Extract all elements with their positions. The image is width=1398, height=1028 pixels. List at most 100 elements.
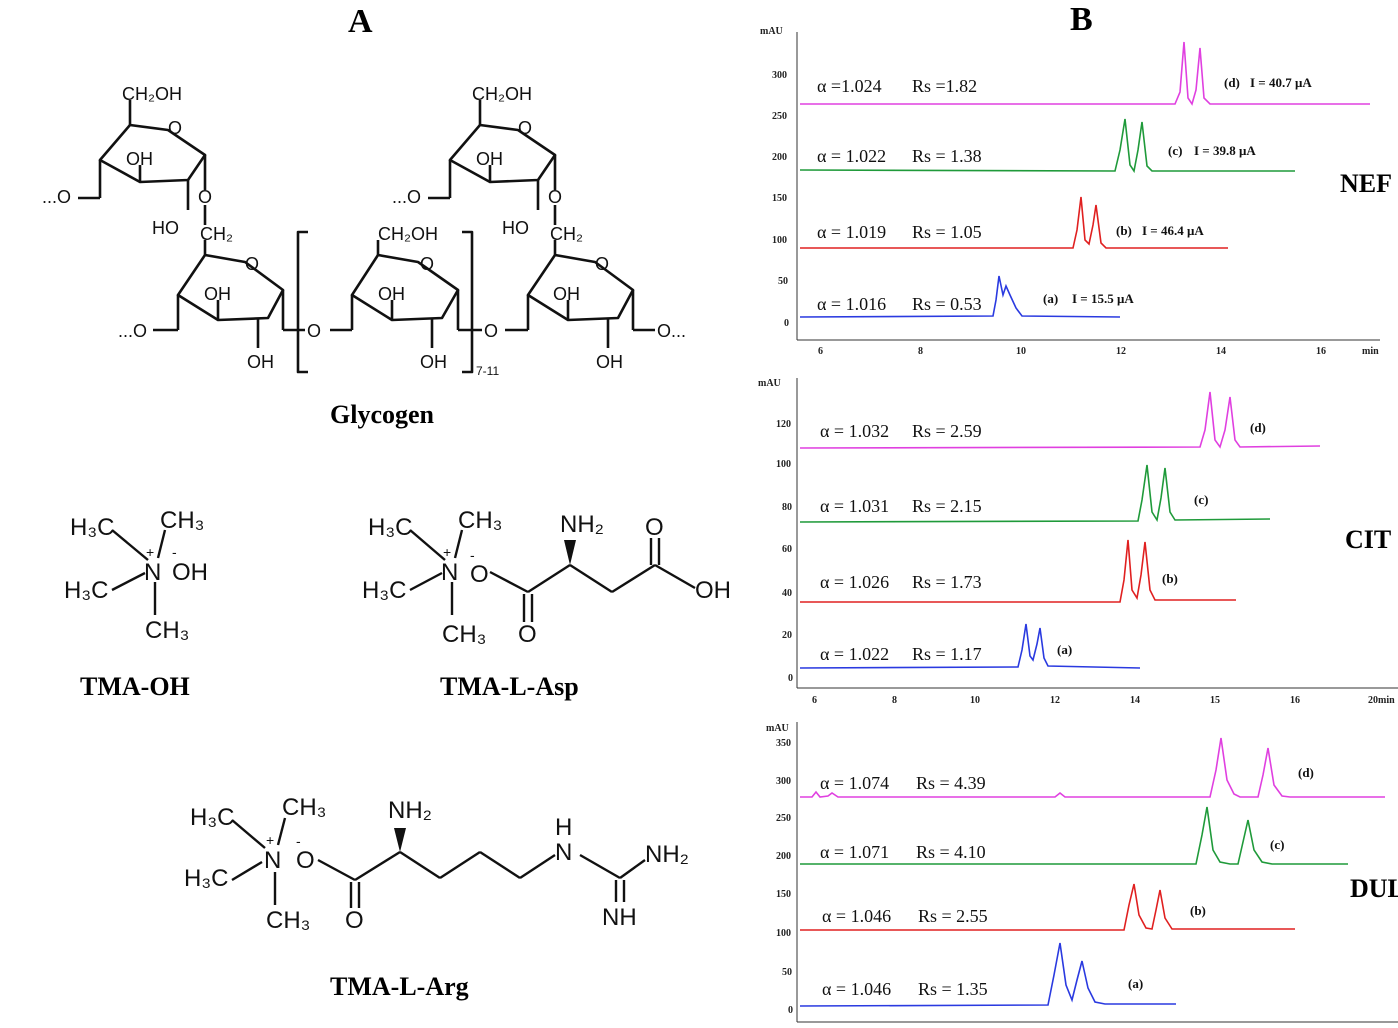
tma-l-asp-h3c-1: H₃C [368, 514, 412, 541]
dul-label-c: (c) [1270, 837, 1284, 852]
cit-y-tick-40: 40 [782, 588, 792, 599]
cit-x-tick-8: 8 [892, 695, 897, 706]
nef-y-tick-50: 50 [778, 276, 788, 287]
glycogen-ho-2: HO [502, 218, 529, 238]
glycogen-ch2oh-4: CH₂OH [472, 84, 532, 104]
glycogen-ch2-1: CH₂ [200, 224, 233, 244]
nef-y-tick-0: 0 [784, 318, 789, 329]
cit-y-tick-60: 60 [782, 544, 792, 555]
tma-l-arg-n: N [264, 847, 281, 874]
dul-trace-c [800, 806, 1348, 865]
tma-l-arg-plus: + [266, 832, 274, 848]
dul-y-tick-200: 200 [776, 851, 791, 862]
nef-trace-a [799, 275, 1121, 318]
dul-label-a: (a) [1128, 976, 1143, 991]
tma-oh-n: N [144, 559, 161, 586]
nef-current-d: I = 40.7 μA [1250, 75, 1312, 90]
nef-y-unit: mAU [760, 26, 783, 37]
nef-x-tick-10: 10 [1016, 346, 1026, 357]
tma-oh-minus: - [172, 544, 177, 560]
nef-label-c: (c) [1168, 143, 1182, 158]
nef-alpha-a: α = 1.016 [817, 294, 886, 314]
nef-y-tick-250: 250 [772, 111, 787, 122]
glycogen-ring-o-3: O [420, 254, 434, 274]
chromatogram-dul: mAU 350 300 250 200 150 100 50 0 α = 1.0… [766, 722, 1398, 1023]
glycogen-linker-o-3: O [307, 321, 321, 341]
glycogen-ch2-2: CH₂ [550, 224, 583, 244]
nef-trace-c [799, 118, 1295, 174]
glycogen-ch2oh-1: CH₂OH [122, 84, 182, 104]
panel-a-letter: A [348, 3, 373, 40]
nef-x-tick-14: 14 [1216, 346, 1226, 357]
nef-x-unit: min [1362, 346, 1379, 357]
cit-side-label: CIT [1345, 525, 1391, 554]
cit-y-unit: mAU [758, 378, 781, 389]
tma-l-asp-o-top: O [645, 514, 664, 541]
nef-rs-a: Rs = 0.53 [912, 294, 982, 314]
glycogen-ring-o-4: O [518, 118, 532, 138]
dul-alpha-a: α = 1.046 [822, 979, 891, 999]
dul-y-unit: mAU [766, 723, 789, 734]
tma-l-arg-n-chain: N [555, 839, 572, 866]
nef-trace-d [800, 41, 1370, 106]
dul-rs-d: Rs = 4.39 [916, 773, 986, 793]
cit-rs-a: Rs = 1.17 [912, 644, 982, 664]
tma-oh-ch3-top: CH₃ [160, 507, 204, 534]
nef-current-b: I = 46.4 μA [1142, 223, 1204, 238]
chromatogram-cit: mAU 120 100 80 60 40 20 0 6 8 10 12 14 1… [758, 378, 1398, 706]
tma-l-arg-h: H [555, 814, 572, 841]
tma-l-asp-nh2: NH₂ [560, 511, 604, 538]
cit-x-tick-16: 16 [1290, 695, 1300, 706]
nef-alpha-c: α = 1.022 [817, 146, 886, 166]
cit-x-tick-10: 10 [970, 695, 980, 706]
nef-label-b: (b) [1116, 223, 1132, 238]
glycogen-structure [78, 100, 655, 374]
tma-l-asp-plus: + [443, 544, 451, 560]
glycogen-ch2oh-2: CH₂OH [378, 224, 438, 244]
dul-rs-b: Rs = 2.55 [918, 906, 988, 926]
dul-alpha-c: α = 1.071 [820, 842, 889, 862]
dul-label-d: (d) [1298, 765, 1314, 780]
tma-oh-structure: H₃C CH₃ N OH H₃C CH₃ + - [64, 507, 208, 644]
tma-oh-plus: + [146, 544, 154, 560]
dul-y-tick-50: 50 [782, 967, 792, 978]
nef-alpha-b: α = 1.019 [817, 222, 886, 242]
dul-y-tick-350: 350 [776, 738, 791, 749]
glycogen-chain-end-4: O... [657, 321, 686, 341]
nef-y-tick-150: 150 [772, 193, 787, 204]
cit-label-d: (d) [1250, 420, 1266, 435]
glycogen-ring-o-2: O [245, 254, 259, 274]
tma-l-arg-structure: H₃C CH₃ N O H₃C CH₃ O NH₂ H N NH₂ NH + - [184, 794, 689, 934]
tma-l-asp-o-minus: O [470, 561, 489, 588]
cit-rs-b: Rs = 1.73 [912, 572, 982, 592]
cit-label-b: (b) [1162, 571, 1178, 586]
glycogen-linker-o-4: O [484, 321, 498, 341]
tma-oh-caption: TMA-OH [80, 672, 190, 701]
nef-x-tick-12: 12 [1116, 346, 1126, 357]
glycogen-linker-o-1: O [198, 187, 212, 207]
tma-l-arg-nh2-right: NH₂ [645, 841, 689, 868]
tma-l-asp-oh: OH [695, 577, 731, 604]
glycogen-oh-6: OH [247, 352, 274, 372]
nef-x-tick-8: 8 [918, 346, 923, 357]
glycogen-oh-2: OH [204, 284, 231, 304]
tma-l-asp-ch3-top: CH₃ [458, 507, 502, 534]
tma-l-arg-caption: TMA-L-Arg [330, 972, 469, 1001]
nef-label-a: (a) [1043, 291, 1058, 306]
cit-trace-b [800, 539, 1236, 603]
tma-l-asp-h3c-2: H₃C [362, 577, 406, 604]
glycogen-chain-end-1: ...O [42, 187, 71, 207]
tma-l-arg-nh: NH [602, 904, 637, 931]
glycogen-oh-1: OH [126, 149, 153, 169]
nef-current-a: I = 15.5 μA [1072, 291, 1134, 306]
cit-x-tick-20min: 20min [1368, 695, 1395, 706]
glycogen-caption: Glycogen [330, 400, 435, 429]
tma-oh-oh: OH [172, 559, 208, 586]
glycogen-oh-3: OH [378, 284, 405, 304]
tma-l-asp-structure: H₃C CH₃ N O H₃C CH₃ O NH₂ O OH + - [362, 507, 731, 648]
glycogen-ho-1: HO [152, 218, 179, 238]
cit-rs-d: Rs = 2.59 [912, 421, 982, 441]
tma-oh-h3c-1: H₃C [70, 514, 114, 541]
nef-rs-b: Rs = 1.05 [912, 222, 982, 242]
